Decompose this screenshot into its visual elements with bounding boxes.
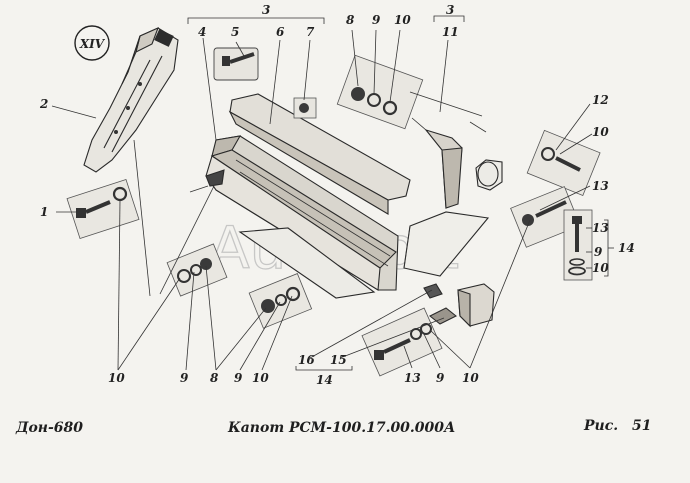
callout-15: 15 [330, 353, 347, 367]
washer-part-7 [293, 97, 317, 119]
callout-9-bottom-right: 9 [436, 371, 445, 385]
fastener-cluster-left [166, 243, 228, 297]
callout-13-bottom: 13 [404, 371, 421, 385]
callout-6: 6 [276, 25, 285, 39]
callout-10-bottom-left: 10 [108, 371, 125, 385]
figure-label: Рис. [583, 418, 618, 434]
bolt-part-13-bottom [361, 307, 443, 377]
callout-9: 9 [372, 13, 381, 27]
callout-9-bottom-left: 9 [180, 371, 189, 385]
callout-14-stack: 14 [618, 241, 635, 255]
drawing-title: Капот РСМ-100.17.00.000А [227, 420, 455, 436]
callout-13-stack: 13 [592, 221, 609, 235]
callout-11: 11 [442, 25, 459, 39]
callout-9-bottom: 9 [234, 371, 243, 385]
base-plate [238, 211, 490, 299]
model-name: Дон-680 [15, 420, 83, 436]
side-bracket-part-2 [83, 26, 179, 173]
footer: Дон-680 Капот РСМ-100.17.00.000А Рис. 51 [15, 418, 651, 436]
view-marker: XIV [74, 25, 110, 61]
callout-labels: 3 4 5 6 7 8 9 10 3 11 2 12 10 13 1 13 9 … [39, 3, 635, 387]
callout-7: 7 [306, 25, 315, 39]
callout-4: 4 [198, 25, 206, 39]
vertical-bolt-stack [563, 209, 593, 281]
callout-10-bottom-right: 10 [462, 371, 479, 385]
support-stand-part-12 [411, 117, 503, 209]
figure-number: 51 [632, 418, 651, 434]
callout-8-bottom: 8 [210, 371, 219, 385]
callout-14-bottom: 14 [316, 373, 333, 387]
view-marker-label: XIV [79, 37, 106, 51]
callout-9-stack: 9 [594, 245, 603, 259]
callout-8: 8 [346, 13, 355, 27]
mounting-block-part-15 [423, 283, 495, 328]
callout-10-stack: 10 [592, 261, 609, 275]
callout-3: 3 [262, 3, 270, 17]
callout-10-right: 10 [592, 125, 609, 139]
callout-3-right: 3 [446, 3, 454, 17]
callout-10-bottom: 10 [252, 371, 269, 385]
bolt-part-5 [213, 47, 259, 81]
callout-16: 16 [298, 353, 315, 367]
callout-13: 13 [592, 179, 609, 193]
callout-5: 5 [231, 25, 239, 39]
callout-12: 12 [592, 93, 609, 107]
leader-lines [51, 15, 614, 371]
bolt-cluster-right [526, 129, 601, 197]
hood-panel [205, 93, 411, 291]
bolt-part-13-mid [510, 186, 581, 248]
fastener-cluster-top [336, 54, 424, 130]
callout-10: 10 [394, 13, 411, 27]
bolt-part-1 [66, 178, 140, 240]
callout-1: 1 [40, 205, 48, 219]
callout-2: 2 [39, 97, 48, 111]
